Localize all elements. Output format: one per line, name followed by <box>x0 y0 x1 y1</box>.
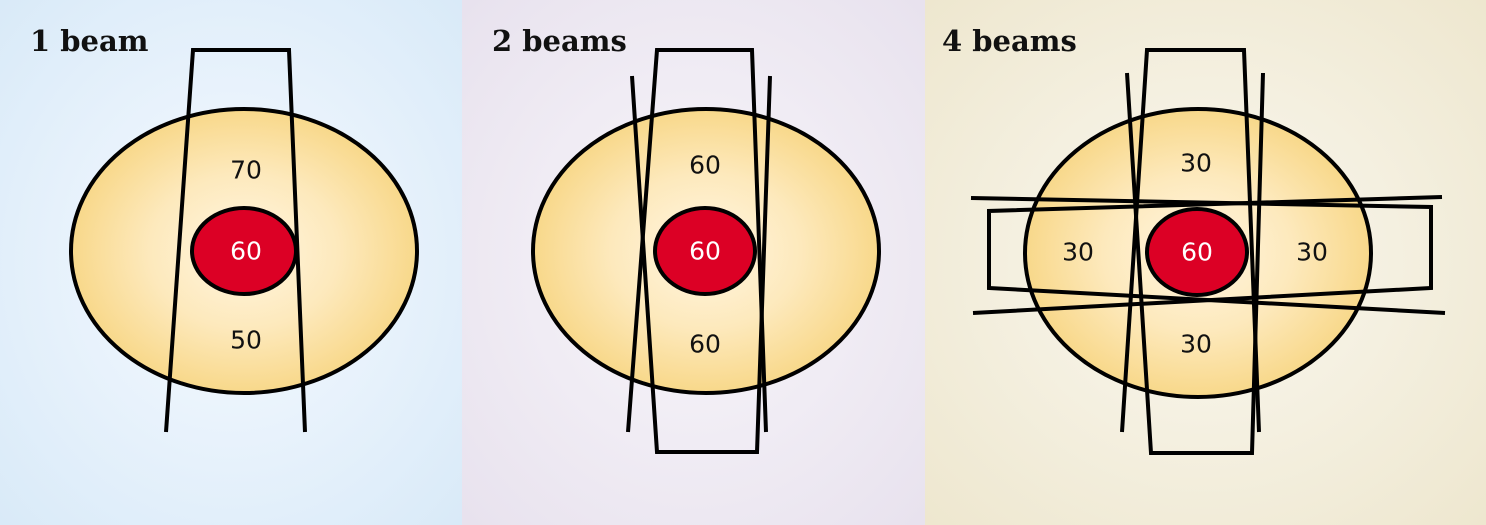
dose-label-top: 70 <box>230 156 262 185</box>
dose-label-bottom: 30 <box>1180 330 1212 359</box>
dose-label-bottom: 50 <box>230 326 262 355</box>
beam-bottom <box>630 75 772 454</box>
tumor <box>190 206 298 296</box>
tumor <box>653 206 757 296</box>
dose-label-top: 30 <box>1180 149 1212 178</box>
dose-label-left: 30 <box>1062 238 1094 267</box>
beam-top <box>1120 48 1261 433</box>
beam-bottom <box>1125 72 1265 455</box>
panel-4-beams: 4 beams 30 30 60 30 30 <box>925 0 1486 525</box>
panel-title: 1 beam <box>30 24 149 58</box>
dose-label-bottom: 60 <box>689 330 721 359</box>
beam-right <box>970 196 1433 315</box>
panel-1-beam: 1 beam 70 60 50 <box>0 0 462 525</box>
tumor <box>1145 207 1249 297</box>
panel-title: 4 beams <box>942 24 1077 58</box>
tumor-dose-label: 60 <box>230 237 262 266</box>
beam <box>164 48 307 433</box>
dose-label-top: 60 <box>689 151 721 180</box>
panel-2-beams: 2 beams 60 60 60 <box>462 0 925 525</box>
panel-title: 2 beams <box>492 24 627 58</box>
tumor-dose-label: 60 <box>689 237 721 266</box>
dose-label-right: 30 <box>1296 238 1328 267</box>
tumor-dose-label: 60 <box>1181 238 1213 267</box>
